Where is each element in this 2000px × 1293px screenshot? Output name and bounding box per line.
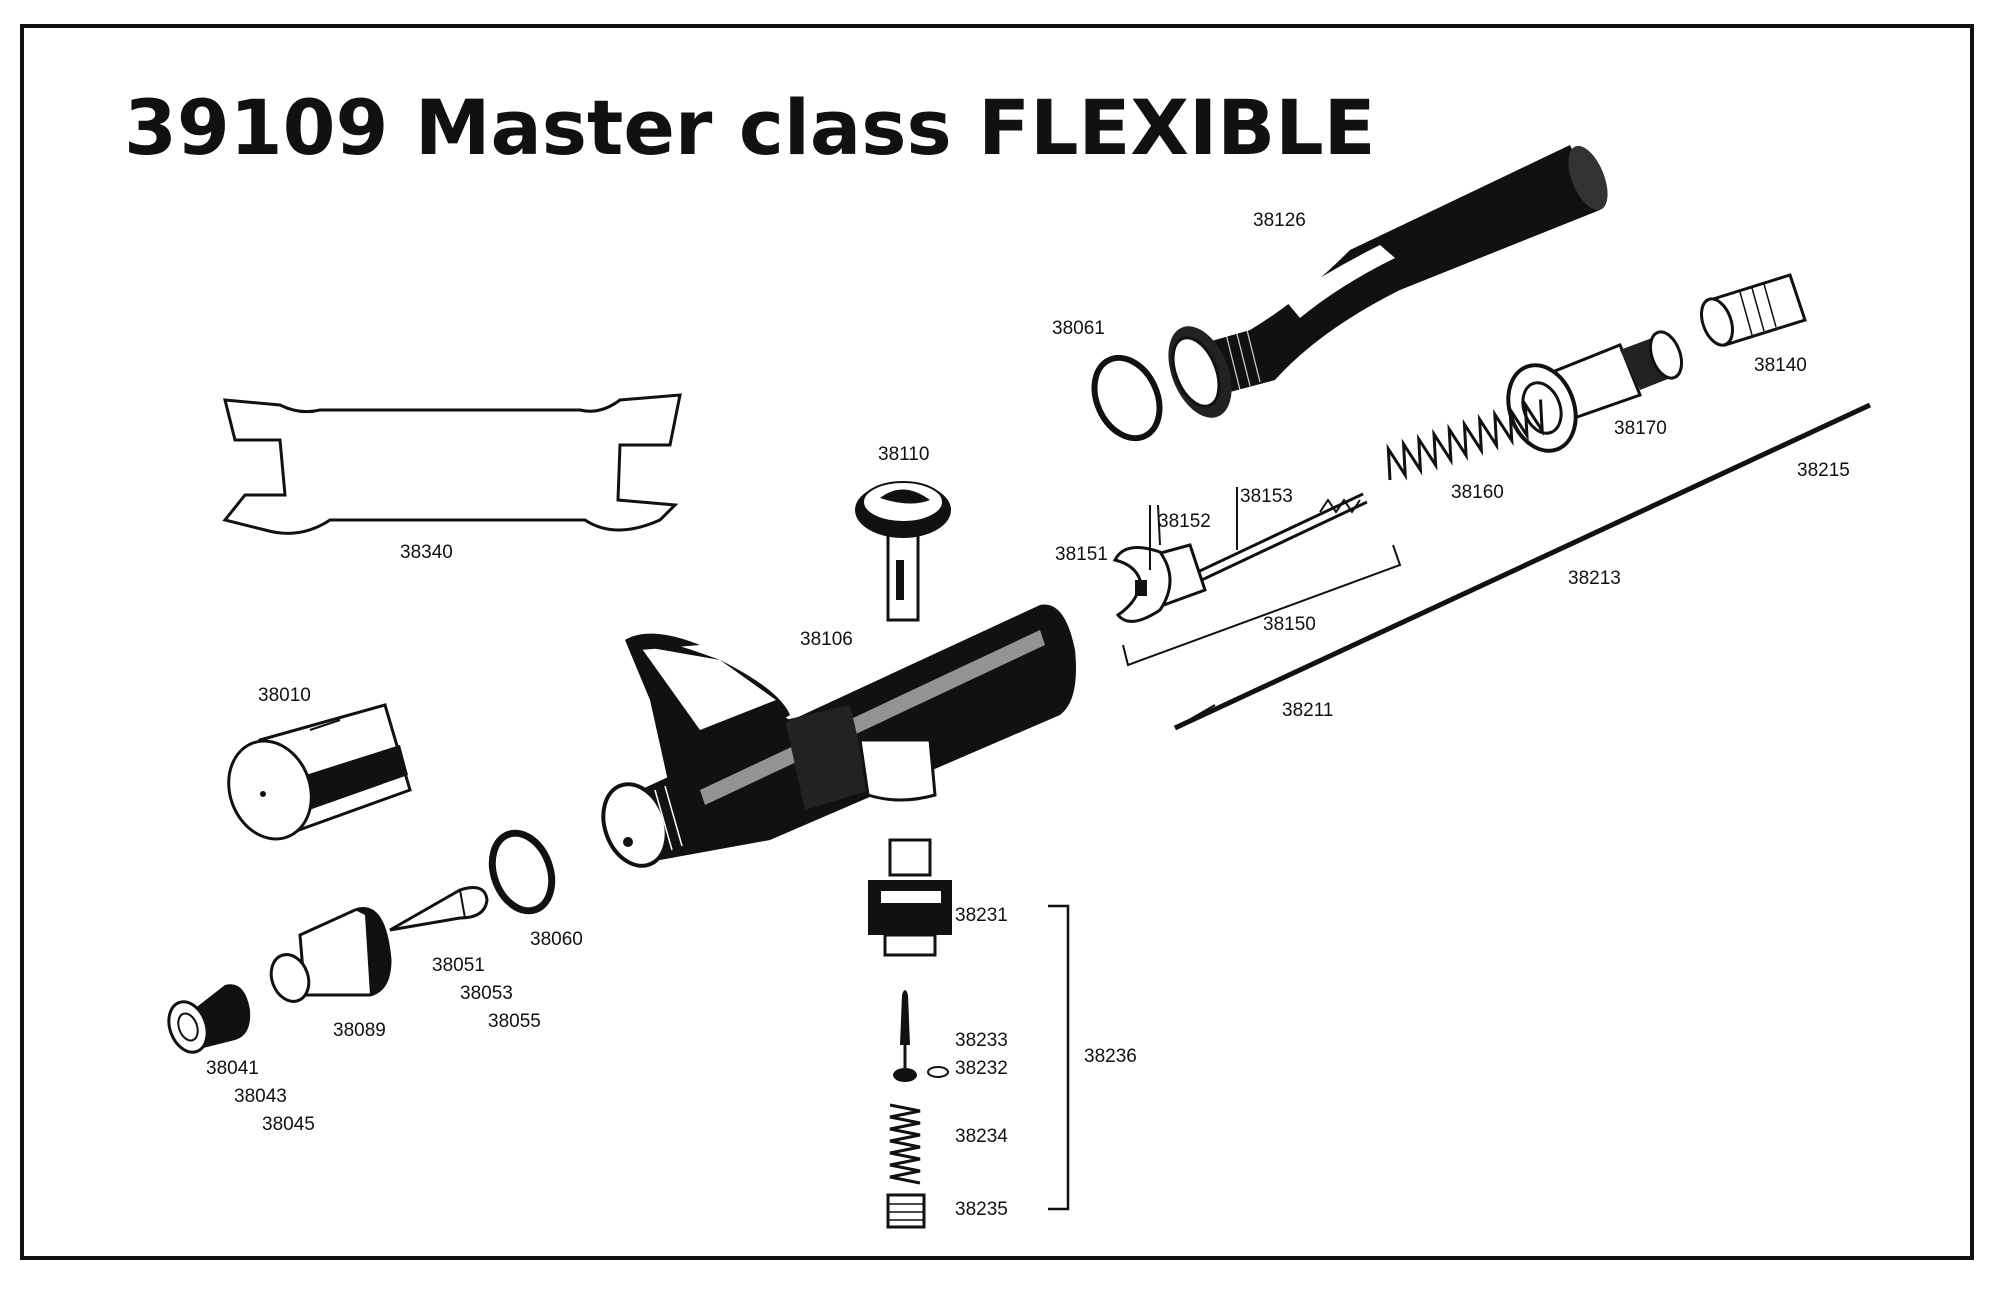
label-38043: 38043 bbox=[234, 1086, 287, 1107]
label-38061: 38061 bbox=[1052, 318, 1105, 339]
label-38045: 38045 bbox=[262, 1114, 315, 1135]
needle-cap-38041 bbox=[167, 984, 251, 1054]
label-38053: 38053 bbox=[460, 983, 513, 1004]
label-38235: 38235 bbox=[955, 1199, 1008, 1220]
label-38215: 38215 bbox=[1797, 460, 1850, 481]
label-38236: 38236 bbox=[1084, 1046, 1137, 1067]
label-38106: 38106 bbox=[800, 629, 853, 650]
oring-38232 bbox=[927, 1066, 949, 1078]
label-38340: 38340 bbox=[400, 542, 453, 563]
wrench-38340 bbox=[222, 393, 682, 535]
valve-assembly-bracket-38236 bbox=[1048, 904, 1070, 1211]
body-38106 bbox=[601, 604, 1076, 868]
label-38160: 38160 bbox=[1451, 482, 1504, 503]
oring-38061 bbox=[1091, 354, 1163, 442]
nozzle-38051 bbox=[389, 886, 489, 932]
air-cap-38089 bbox=[269, 907, 392, 1003]
label-38110: 38110 bbox=[878, 444, 929, 465]
label-38150: 38150 bbox=[1263, 614, 1316, 635]
label-38089: 38089 bbox=[333, 1020, 386, 1041]
screw-38235 bbox=[886, 1193, 926, 1229]
needle-38211 bbox=[1173, 402, 1872, 731]
label-38211: 38211 bbox=[1282, 700, 1333, 721]
valve-38231 bbox=[868, 838, 952, 957]
label-38231: 38231 bbox=[955, 905, 1008, 926]
guide-38170 bbox=[1506, 330, 1684, 453]
label-38234: 38234 bbox=[955, 1126, 1008, 1147]
nut-38140 bbox=[1699, 273, 1807, 347]
assembly-bracket-38150 bbox=[1122, 544, 1402, 667]
label-38126: 38126 bbox=[1253, 210, 1306, 231]
label-38213: 38213 bbox=[1568, 568, 1621, 589]
lever-assembly-38150 bbox=[1112, 492, 1368, 623]
label-38152: 38152 bbox=[1158, 511, 1211, 532]
label-38010: 38010 bbox=[258, 685, 311, 706]
label-38140: 38140 bbox=[1754, 355, 1807, 376]
label-38233: 38233 bbox=[955, 1030, 1008, 1051]
valve-pin-38233 bbox=[893, 990, 917, 1082]
label-38051: 38051 bbox=[432, 955, 485, 976]
label-38060: 38060 bbox=[530, 929, 583, 950]
nozzle-cap-38010 bbox=[227, 703, 412, 841]
label-38170: 38170 bbox=[1614, 418, 1667, 439]
spring-38160 bbox=[1386, 398, 1544, 481]
ring-38060 bbox=[488, 829, 556, 915]
diagram-frame bbox=[20, 24, 1974, 1260]
label-38151: 38151 bbox=[1055, 544, 1108, 565]
label-38232: 38232 bbox=[955, 1058, 1008, 1079]
trigger-38110 bbox=[855, 481, 951, 622]
part-labels: 38126 38061 38140 38170 38215 38160 3811… bbox=[206, 210, 1850, 1220]
label-38041: 38041 bbox=[206, 1058, 259, 1079]
diagram-title: 39109 Master class FLEXIBLE bbox=[124, 83, 1376, 172]
spring-38234 bbox=[889, 1103, 921, 1185]
label-38055: 38055 bbox=[488, 1011, 541, 1032]
handle-38126 bbox=[1168, 145, 1608, 418]
label-38153: 38153 bbox=[1240, 486, 1293, 507]
